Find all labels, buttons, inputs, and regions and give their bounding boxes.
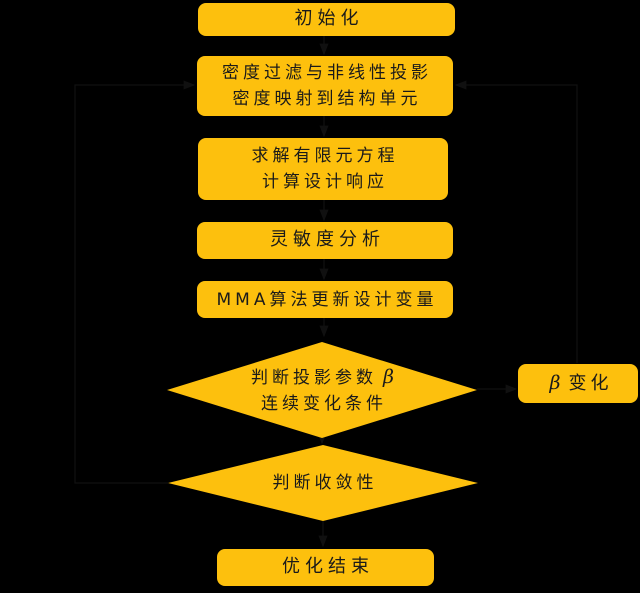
connector-beta-update-loop-to-filter <box>454 80 578 363</box>
node-fem-solve: 求解有限元方程 计算设计响应 <box>198 138 448 200</box>
decision-convergence: 判断收敛性 <box>163 441 483 525</box>
node-optimization-end: 优化结束 <box>217 549 434 586</box>
decision-convergence-text: 判断收敛性 <box>163 441 483 525</box>
projection-check-line1: 判断投影参数 <box>251 367 377 388</box>
node-beta-update: β 变化 <box>518 364 638 403</box>
node-sensitivity-analysis-label: 灵敏度分析 <box>270 229 385 251</box>
convergence-check-label: 判断收敛性 <box>272 473 378 493</box>
node-optimization-end-label: 优化结束 <box>282 556 374 578</box>
decision-projection-parameter-text: 判断投影参数 β 连续变化条件 <box>162 338 482 442</box>
node-fem-solve-line1: 求解有限元方程 <box>251 146 399 166</box>
node-mma-update: MMA算法更新设计变量 <box>197 281 453 318</box>
decision-projection-parameter: 判断投影参数 β 连续变化条件 <box>162 338 482 442</box>
node-density-filter-line2: 密度映射到结构单元 <box>232 89 422 109</box>
decision-projection-parameter-shape <box>167 342 477 438</box>
beta-symbol: β <box>383 365 394 388</box>
node-initialize-label: 初始化 <box>294 8 364 30</box>
projection-check-line2: 连续变化条件 <box>261 393 387 414</box>
node-beta-update-label: 变化 <box>568 372 613 394</box>
node-density-filter-line1: 密度过滤与非线性投影 <box>222 63 432 83</box>
decision-convergence-shape <box>168 445 478 521</box>
node-density-filter: 密度过滤与非线性投影 密度映射到结构单元 <box>197 56 453 116</box>
beta-update-symbol: β <box>549 371 561 394</box>
node-initialize: 初始化 <box>198 3 455 36</box>
connector-convergence-loop-to-filter <box>74 80 196 484</box>
node-fem-solve-line2: 计算设计响应 <box>262 172 388 192</box>
node-sensitivity-analysis: 灵敏度分析 <box>197 222 453 259</box>
node-mma-update-label: MMA算法更新设计变量 <box>216 289 438 310</box>
